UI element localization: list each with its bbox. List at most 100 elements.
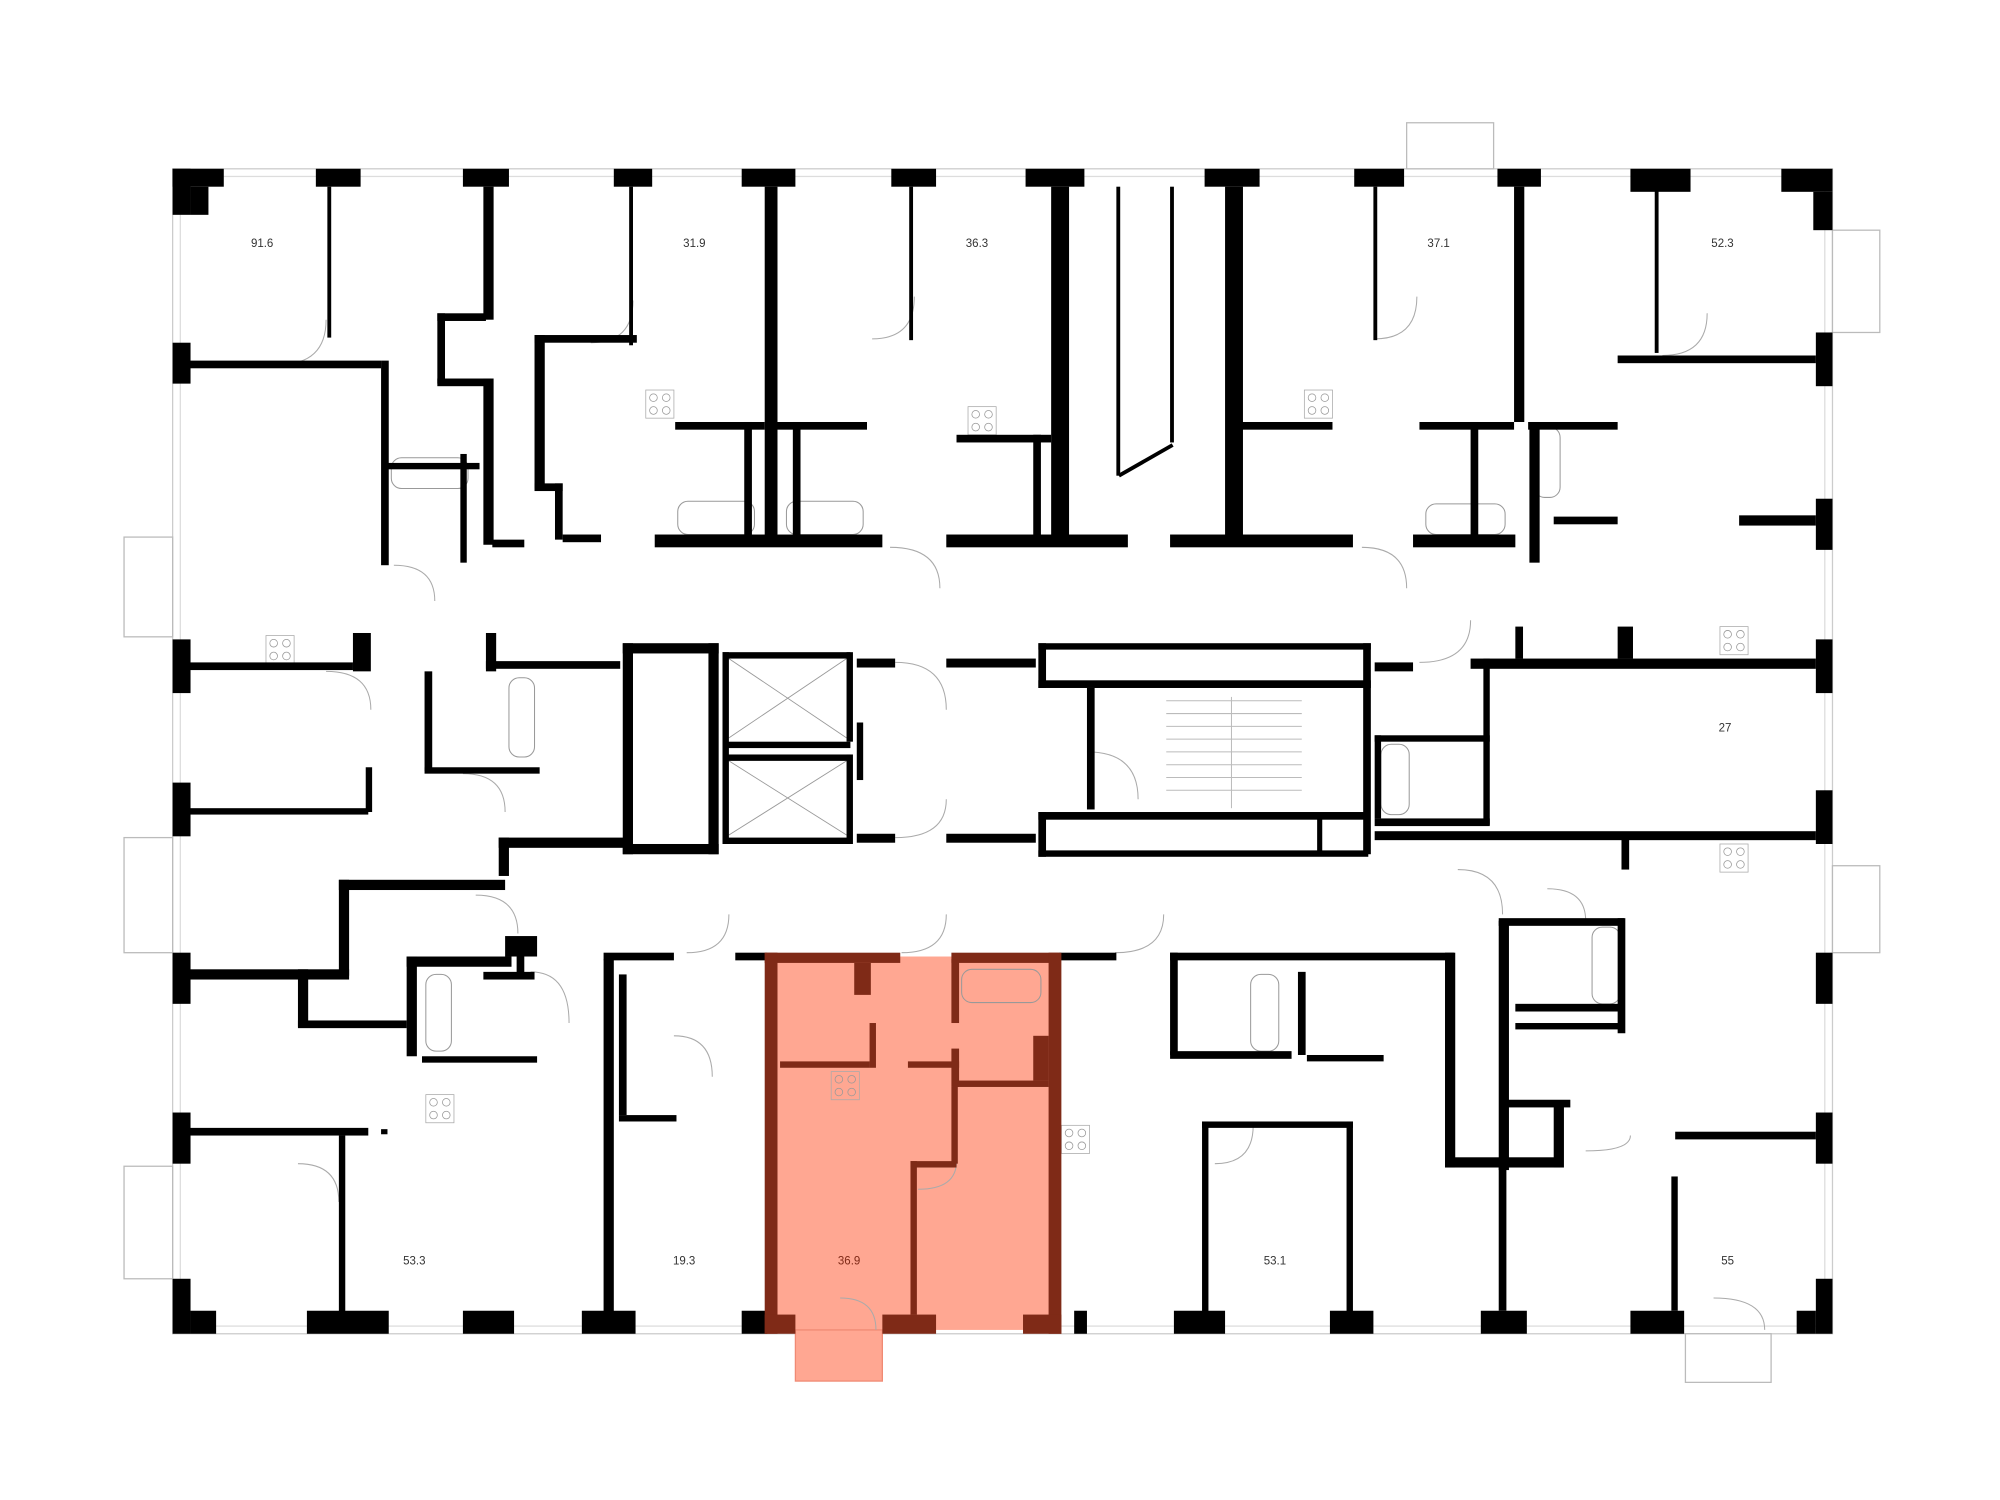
door-swing: [890, 546, 941, 589]
burner-icon: [1736, 630, 1745, 639]
selected-unit-area-label[interactable]: 36.9: [838, 1256, 860, 1268]
unit-area-label[interactable]: 31.9: [683, 238, 705, 250]
balcony: [123, 836, 174, 954]
unit-area-label[interactable]: 27: [1719, 722, 1732, 734]
wall: [956, 434, 1052, 443]
wall: [462, 1310, 515, 1334]
burner-icon: [282, 651, 291, 661]
burner-icon: [847, 1087, 856, 1097]
wall: [1346, 1121, 1353, 1314]
wall: [1413, 534, 1516, 548]
wall: [485, 632, 497, 672]
unit-area-label[interactable]: 53.3: [403, 1256, 425, 1268]
unit-area-label[interactable]: 52.3: [1711, 238, 1733, 250]
unit-area-label[interactable]: 37.1: [1427, 238, 1449, 250]
facade-outline: [171, 168, 1834, 1335]
wall: [1553, 516, 1618, 525]
elevator-cross: [728, 658, 847, 739]
wall: [1815, 1278, 1833, 1334]
selected-apartment-balcony[interactable]: [794, 1329, 883, 1382]
burner-icon: [971, 410, 980, 419]
wall: [764, 186, 778, 540]
wall: [516, 952, 525, 979]
door-swing: [1547, 888, 1587, 921]
unit-area-label[interactable]: 36.3: [966, 238, 988, 250]
wall: [1480, 1310, 1527, 1334]
selected-apartment-wall: [780, 1061, 870, 1068]
burner-icon: [282, 639, 291, 648]
wall: [603, 952, 674, 961]
wall: [483, 971, 535, 980]
wall: [172, 952, 191, 1004]
wall: [1225, 186, 1243, 540]
balcony: [123, 536, 174, 638]
wall: [483, 186, 494, 320]
wall: [437, 378, 492, 387]
unit-area-label[interactable]: 19.3: [673, 1256, 695, 1268]
door-swing: [278, 319, 327, 365]
wall: [189, 808, 369, 815]
wall: [1617, 626, 1633, 659]
wall: [1374, 735, 1382, 819]
wall: [1306, 1054, 1384, 1062]
wall: [534, 335, 637, 343]
selected-apartment-wall: [869, 1023, 876, 1068]
wall: [1813, 191, 1833, 231]
wall: [1483, 658, 1490, 825]
wall: [1815, 498, 1833, 550]
wall: [406, 956, 417, 1057]
wall: [492, 539, 525, 548]
burner-icon: [1320, 406, 1330, 415]
selected-apartment-wall: [882, 1314, 937, 1334]
door-swing: [1585, 1135, 1631, 1152]
wall: [722, 741, 851, 749]
wall: [722, 754, 851, 761]
wall: [498, 837, 509, 876]
wall: [1815, 952, 1833, 1004]
selected-apartment-wall: [907, 1061, 960, 1068]
burner-icon: [1723, 642, 1732, 652]
wall: [554, 483, 563, 540]
selected-apartment-wall: [764, 1314, 796, 1334]
door-swing: [1713, 1297, 1766, 1330]
wall: [1373, 186, 1378, 341]
wall: [1038, 812, 1369, 820]
door-swing: [297, 1163, 340, 1203]
stove-outline: [425, 1094, 455, 1124]
wall: [297, 969, 309, 1027]
wall: [498, 837, 627, 848]
stove-outline: [1060, 1124, 1090, 1154]
wall: [846, 754, 853, 844]
wall: [675, 421, 765, 430]
stove-outline: [1719, 843, 1749, 873]
wall: [352, 632, 371, 672]
wall: [909, 186, 914, 341]
selected-apartment-wall: [952, 1080, 1049, 1087]
balcony: [1406, 122, 1495, 170]
unit-area-label[interactable]: 91.6: [251, 238, 273, 250]
selected-apartment-wall: [951, 959, 960, 1024]
burner-icon: [971, 422, 980, 432]
wall: [1033, 434, 1041, 540]
wall: [722, 837, 851, 844]
door-swing: [530, 971, 570, 1024]
door-swing: [686, 914, 730, 954]
selected-apartment-walls: [764, 952, 1062, 1334]
burner-icon: [429, 1098, 438, 1107]
unit-area-label[interactable]: 53.1: [1264, 1256, 1286, 1268]
wall: [891, 168, 937, 187]
wall: [722, 652, 729, 844]
wall: [172, 168, 191, 215]
wall: [722, 652, 851, 659]
wall: [424, 671, 433, 772]
wall: [735, 952, 768, 961]
burner-icon: [269, 651, 278, 661]
bathtub-icon: [508, 677, 536, 758]
wall: [1528, 421, 1618, 430]
wall: [1058, 952, 1117, 961]
unit-area-label[interactable]: 55: [1721, 1256, 1734, 1268]
wall: [1815, 639, 1833, 694]
wall: [1051, 186, 1070, 540]
burner-icon: [1064, 1128, 1074, 1138]
wall: [1654, 186, 1659, 353]
